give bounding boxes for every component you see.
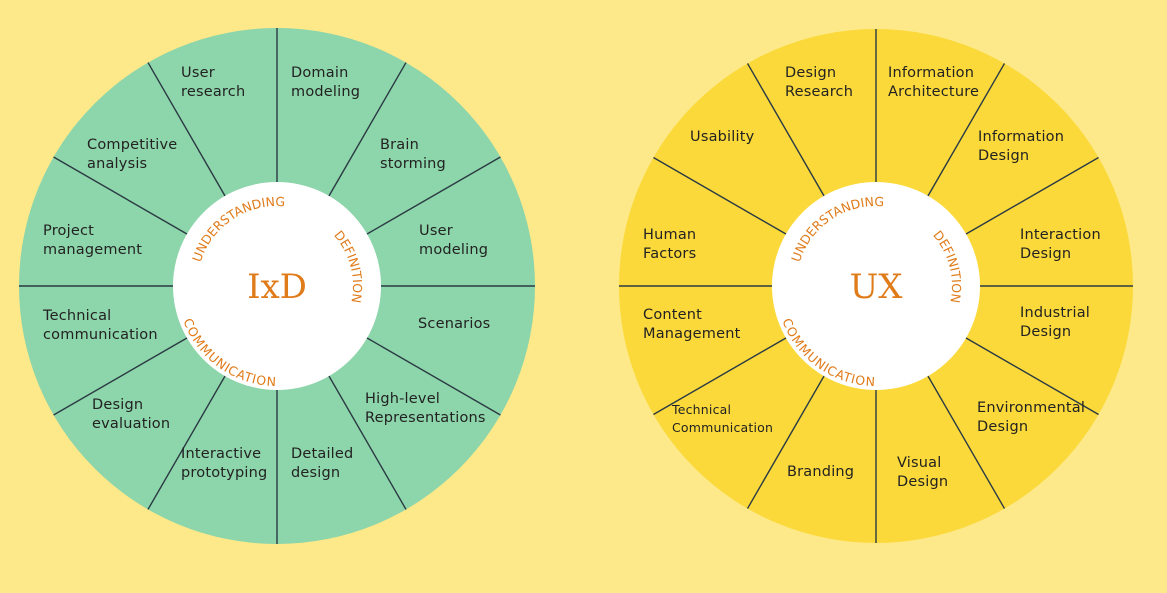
ux-segment-environmental-design: Environmental Design <box>977 400 1086 435</box>
ixd-segment-design-evaluation: Design evaluation <box>92 397 171 432</box>
ixd-segment-detailed-design: Detailed design <box>291 446 354 481</box>
ixd-spoke <box>326 372 407 510</box>
ux-segment-visual-design: Visual Design <box>897 455 949 490</box>
ux-segment-branding: Branding <box>787 464 855 480</box>
ux-segment-information-architecture: Information Architecture <box>888 65 980 100</box>
ux-title: UX <box>850 267 904 307</box>
ixd-segment-scenarios: Scenarios <box>418 316 491 332</box>
ux-spoke <box>746 63 827 200</box>
ixd-segment-interactive-prototyping: Interactive prototyping <box>181 446 268 481</box>
ux-segment-design-research: Design Research <box>785 65 854 100</box>
ixd-segment-competitive-analysis: Competitive analysis <box>87 137 178 172</box>
ux-spoke <box>653 156 790 237</box>
ixd-spoke <box>53 156 191 237</box>
ux-spoke <box>925 63 1006 200</box>
ux-spoke <box>925 372 1006 509</box>
ixd-segment-user-modeling: User modeling <box>419 223 489 258</box>
ixd-spoke <box>53 335 191 416</box>
ixd-segment-high-level-representations: High-level Representations <box>365 391 486 426</box>
ux-segment-information-design: Information Design <box>978 129 1065 164</box>
ux-spokes <box>619 29 1133 543</box>
ixd-spokes <box>19 28 535 544</box>
ux-center-circle <box>772 182 980 390</box>
ixd-spoke <box>147 62 228 200</box>
ixd-segment-brain-storming: Brain storming <box>380 137 446 172</box>
ixd-segment-technical-communication: Technical communication <box>43 308 158 343</box>
ux-spoke <box>653 335 790 416</box>
ux-spoke <box>962 156 1099 237</box>
ux-wheel: UNDERSTANDING DEFINITION COMMUNICATION U… <box>619 29 1133 543</box>
ixd-wheel: UNDERSTANDING DEFINITION COMMUNICATION I… <box>19 28 535 544</box>
ux-segment-technical-communication: Technical Communication <box>672 402 774 435</box>
ux-segment-industrial-design: Industrial Design <box>1020 305 1091 340</box>
ux-segment-usability: Usability <box>690 129 755 145</box>
ux-spoke <box>962 335 1099 416</box>
ixd-segment-user-research: User research <box>181 65 246 100</box>
ixd-segment-project-management: Project management <box>43 223 143 258</box>
ixd-spoke <box>326 62 407 200</box>
ux-spoke <box>746 372 827 509</box>
ixd-center-circle <box>173 182 381 390</box>
ux-segment-human-factors: Human Factors <box>643 227 697 262</box>
ixd-spoke <box>363 335 501 416</box>
ixd-title: IxD <box>247 267 307 307</box>
ixd-segment-domain-modeling: Domain modeling <box>291 65 361 100</box>
ux-segment-interaction-design: Interaction Design <box>1020 227 1101 262</box>
ux-segment-content-management: Content Management <box>643 307 741 342</box>
ixd-spoke <box>363 156 501 237</box>
ixd-spoke <box>147 372 228 510</box>
